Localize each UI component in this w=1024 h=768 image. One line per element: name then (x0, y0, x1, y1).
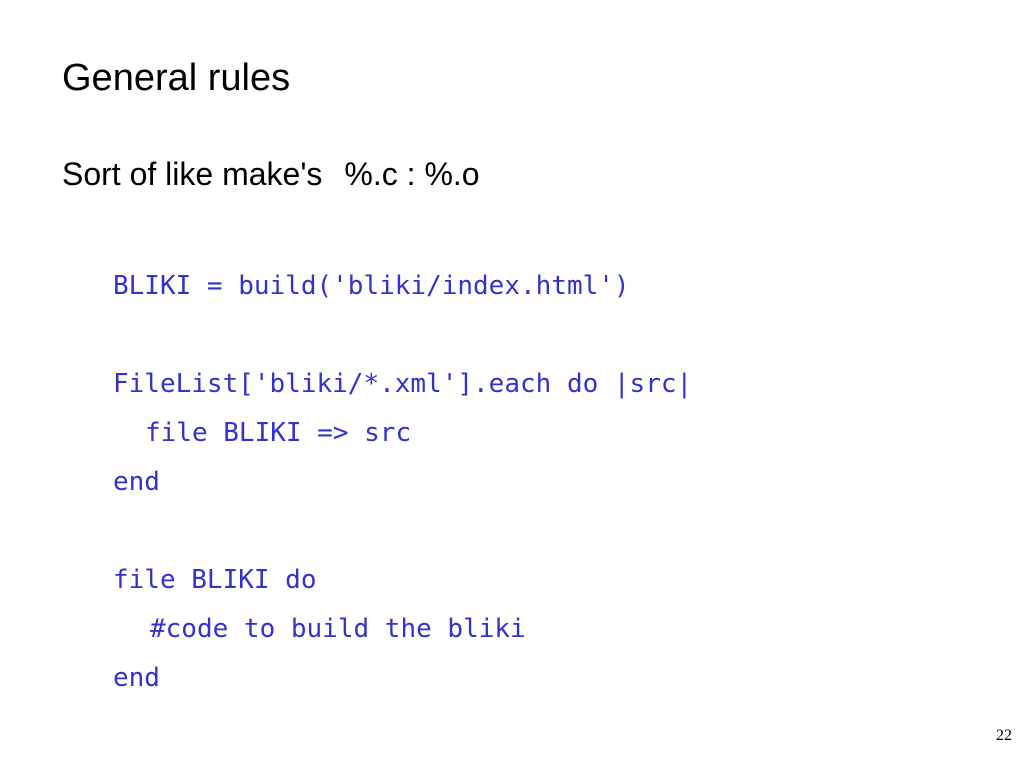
code-line: FileList['bliki/*.xml'].each do |src| (113, 369, 693, 399)
slide-title: General rules (62, 57, 291, 99)
code-line-blank (113, 507, 692, 556)
slide-number: 22 (996, 727, 1012, 744)
code-block: BLIKI = build('bliki/index.html') FileLi… (113, 262, 692, 703)
code-line: #code to build the bliki (150, 614, 526, 644)
code-line-blank (113, 311, 692, 360)
subtitle-pattern: %.c : %.o (344, 156, 480, 192)
code-line: file BLIKI => src (145, 418, 412, 448)
subtitle: Sort of like make's %.c : %.o (62, 154, 480, 194)
code-line: file BLIKI do (113, 565, 317, 595)
subtitle-text: Sort of like make's (62, 156, 323, 192)
code-line: end (113, 467, 160, 497)
code-line: end (113, 663, 160, 693)
code-line: BLIKI = build('bliki/index.html') (113, 271, 630, 301)
